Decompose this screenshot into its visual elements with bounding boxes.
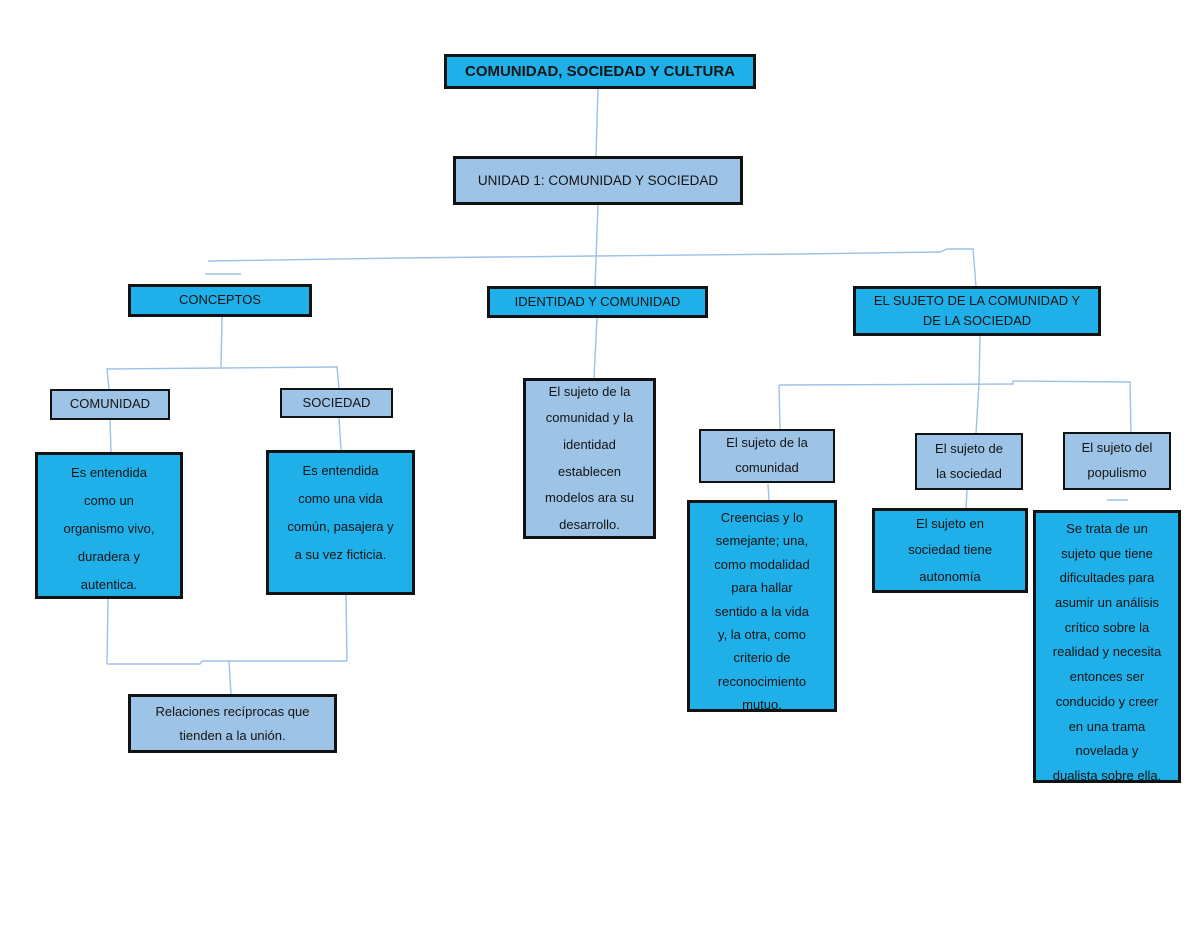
node-conceptos: CONCEPTOS	[128, 284, 312, 317]
connector-drop-sujeto-comunidad	[778, 384, 781, 430]
node-sujeto-sociedad-desc: El sujeto en sociedad tiene autonomía	[872, 508, 1028, 593]
node-identidad-y-comunidad: IDENTIDAD Y COMUNIDAD	[487, 286, 708, 318]
node-comunidad: COMUNIDAD	[50, 389, 170, 420]
node-el-sujeto-header: EL SUJETO DE LA COMUNIDAD Y DE LA SOCIED…	[853, 286, 1101, 336]
connector-conceptos-stem	[220, 316, 223, 369]
connector-sujeto-horizontal	[778, 380, 1132, 433]
connector-comunidad-desc	[109, 419, 112, 453]
connector-identidad-stem	[593, 317, 598, 379]
connector-drop-comunidad	[106, 367, 110, 391]
connector-title-to-unit	[595, 87, 599, 157]
node-sujeto-populismo-desc: Se trata de un sujeto que tiene dificult…	[1033, 510, 1181, 783]
connector-relaciones-stub	[228, 660, 232, 695]
connector-right-desc-down	[345, 594, 348, 662]
node-comunidad-desc: Es entendida como un organismo vivo, dur…	[35, 452, 183, 599]
node-identidad-desc: El sujeto de la comunidad y la identidad…	[523, 378, 656, 539]
connector-sociedad-desc	[338, 417, 342, 451]
node-sujeto-sociedad: El sujeto de la sociedad	[915, 433, 1023, 490]
node-sujeto-comunidad: El sujeto de la comunidad	[699, 429, 835, 483]
connector-drop-sociedad	[336, 366, 340, 390]
node-unidad-1: UNIDAD 1: COMUNIDAD Y SOCIEDAD	[453, 156, 743, 205]
node-sujeto-populismo: El sujeto del populismo	[1063, 432, 1171, 490]
connector-unit-stem	[594, 204, 599, 287]
connector-sujeto-comunidad-desc	[767, 483, 770, 501]
connector-left-desc-down	[106, 598, 109, 665]
connector-main-horizontal	[207, 248, 977, 287]
node-sujeto-comunidad-desc: Creencias y lo semejante; una, como moda…	[687, 500, 837, 712]
node-relaciones: Relaciones recíprocas que tienden a la u…	[128, 694, 337, 753]
node-title: COMUNIDAD, SOCIEDAD Y CULTURA	[444, 54, 756, 89]
connector-bottom-horizontal	[107, 660, 347, 665]
connector-conceptos-horizontal	[106, 366, 339, 370]
node-sociedad-desc: Es entendida como una vida común, pasaje…	[266, 450, 415, 595]
node-sociedad: SOCIEDAD	[280, 388, 393, 418]
connector-sujeto-sociedad-desc	[965, 489, 968, 509]
